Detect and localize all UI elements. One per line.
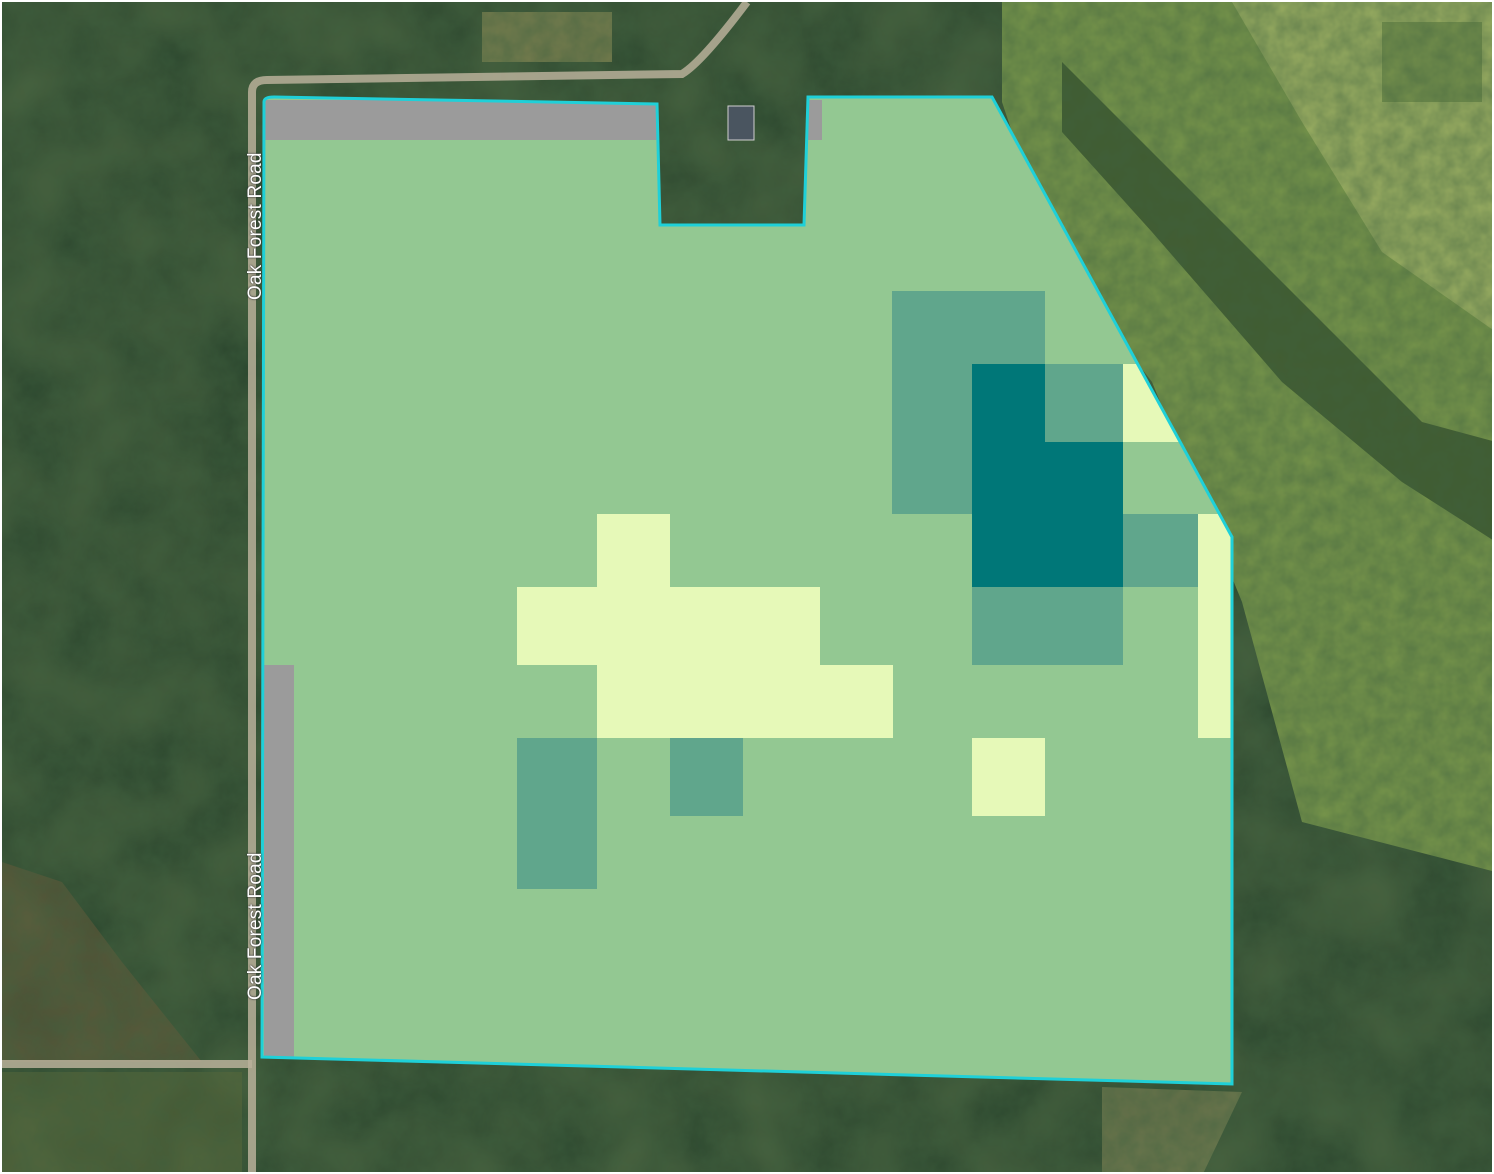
road-label-oak-forest-lower: Oak Forest Road — [245, 852, 266, 1000]
zone-cell-class-1[interactable] — [1198, 514, 1232, 738]
no-data-cell[interactable] — [264, 100, 657, 140]
field-boundary[interactable] — [260, 95, 1234, 1086]
no-data-cell[interactable] — [808, 100, 822, 140]
zone-cell-class-1[interactable] — [517, 587, 820, 665]
zone-cell-class-4[interactable] — [1045, 442, 1123, 587]
zone-cell-class-4[interactable] — [972, 364, 1047, 587]
zone-cell-class-3[interactable] — [972, 587, 1123, 665]
zone-cell-class-3[interactable] — [517, 738, 597, 889]
road-label-oak-forest-upper: Oak Forest Road — [245, 152, 266, 300]
zone-cell-class-1[interactable] — [597, 665, 893, 738]
zone-cell-class-3[interactable] — [670, 738, 743, 816]
zone-cell-class-3[interactable] — [1123, 514, 1198, 587]
zone-cell-class-1[interactable] — [597, 514, 670, 589]
zone-grid — [262, 97, 1232, 1084]
zone-cell-class-1[interactable] — [972, 738, 1045, 816]
no-data-cell[interactable] — [264, 665, 294, 1057]
zone-cell-class-3[interactable] — [1045, 364, 1123, 442]
